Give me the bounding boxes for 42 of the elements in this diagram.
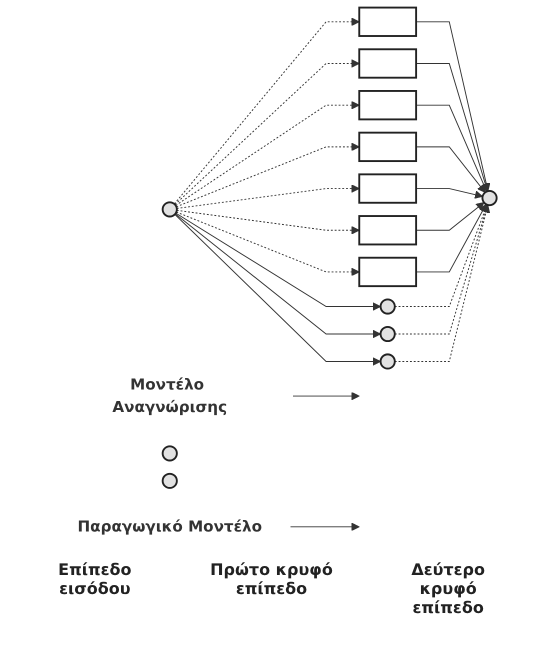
arrow [176, 212, 360, 276]
node-circle [481, 190, 498, 206]
layer-label: Πρώτο κρυφό επίπεδο [209, 560, 334, 600]
arrow [176, 210, 360, 234]
node-circle [380, 326, 396, 342]
arrow [176, 184, 360, 209]
node-circle [162, 445, 178, 462]
layer-label: Επίπεδο εισόδου [57, 560, 133, 600]
node-text: Μοντέλο Αναγνώρισης [112, 375, 227, 416]
arrow [416, 63, 490, 192]
arrow [175, 101, 360, 206]
node-box [358, 6, 417, 37]
node-box [358, 173, 417, 204]
node-box [358, 48, 417, 79]
arrow [174, 59, 360, 206]
arrow [394, 204, 488, 307]
node-text: Παραγωγικό Μοντέλο [77, 517, 262, 536]
arrow [416, 104, 488, 192]
arrow [394, 204, 490, 362]
node-circle [162, 201, 178, 218]
arrow [416, 188, 483, 199]
node-box [358, 215, 417, 246]
node-box [358, 256, 417, 288]
node-box [358, 132, 417, 162]
node-box [358, 90, 417, 120]
node-circle [380, 298, 396, 315]
arrow [174, 214, 381, 366]
arrow [416, 21, 490, 192]
node-circle [380, 353, 396, 370]
network-diagram: Μοντέλο Αναγνώρισης Παραγωγικό Μοντέλο [38, 0, 504, 560]
arrow [175, 212, 381, 311]
arrow [416, 204, 486, 272]
layer-label: Δεύτερο κρυφό επίπεδο [410, 560, 486, 617]
arrow [416, 202, 484, 231]
node-circle [162, 472, 178, 489]
arrow [174, 213, 381, 338]
arrow [290, 522, 360, 531]
arrow [176, 142, 360, 208]
arrow [394, 204, 490, 334]
arrow [292, 392, 360, 400]
arrow [174, 18, 360, 204]
arrow [416, 146, 486, 193]
